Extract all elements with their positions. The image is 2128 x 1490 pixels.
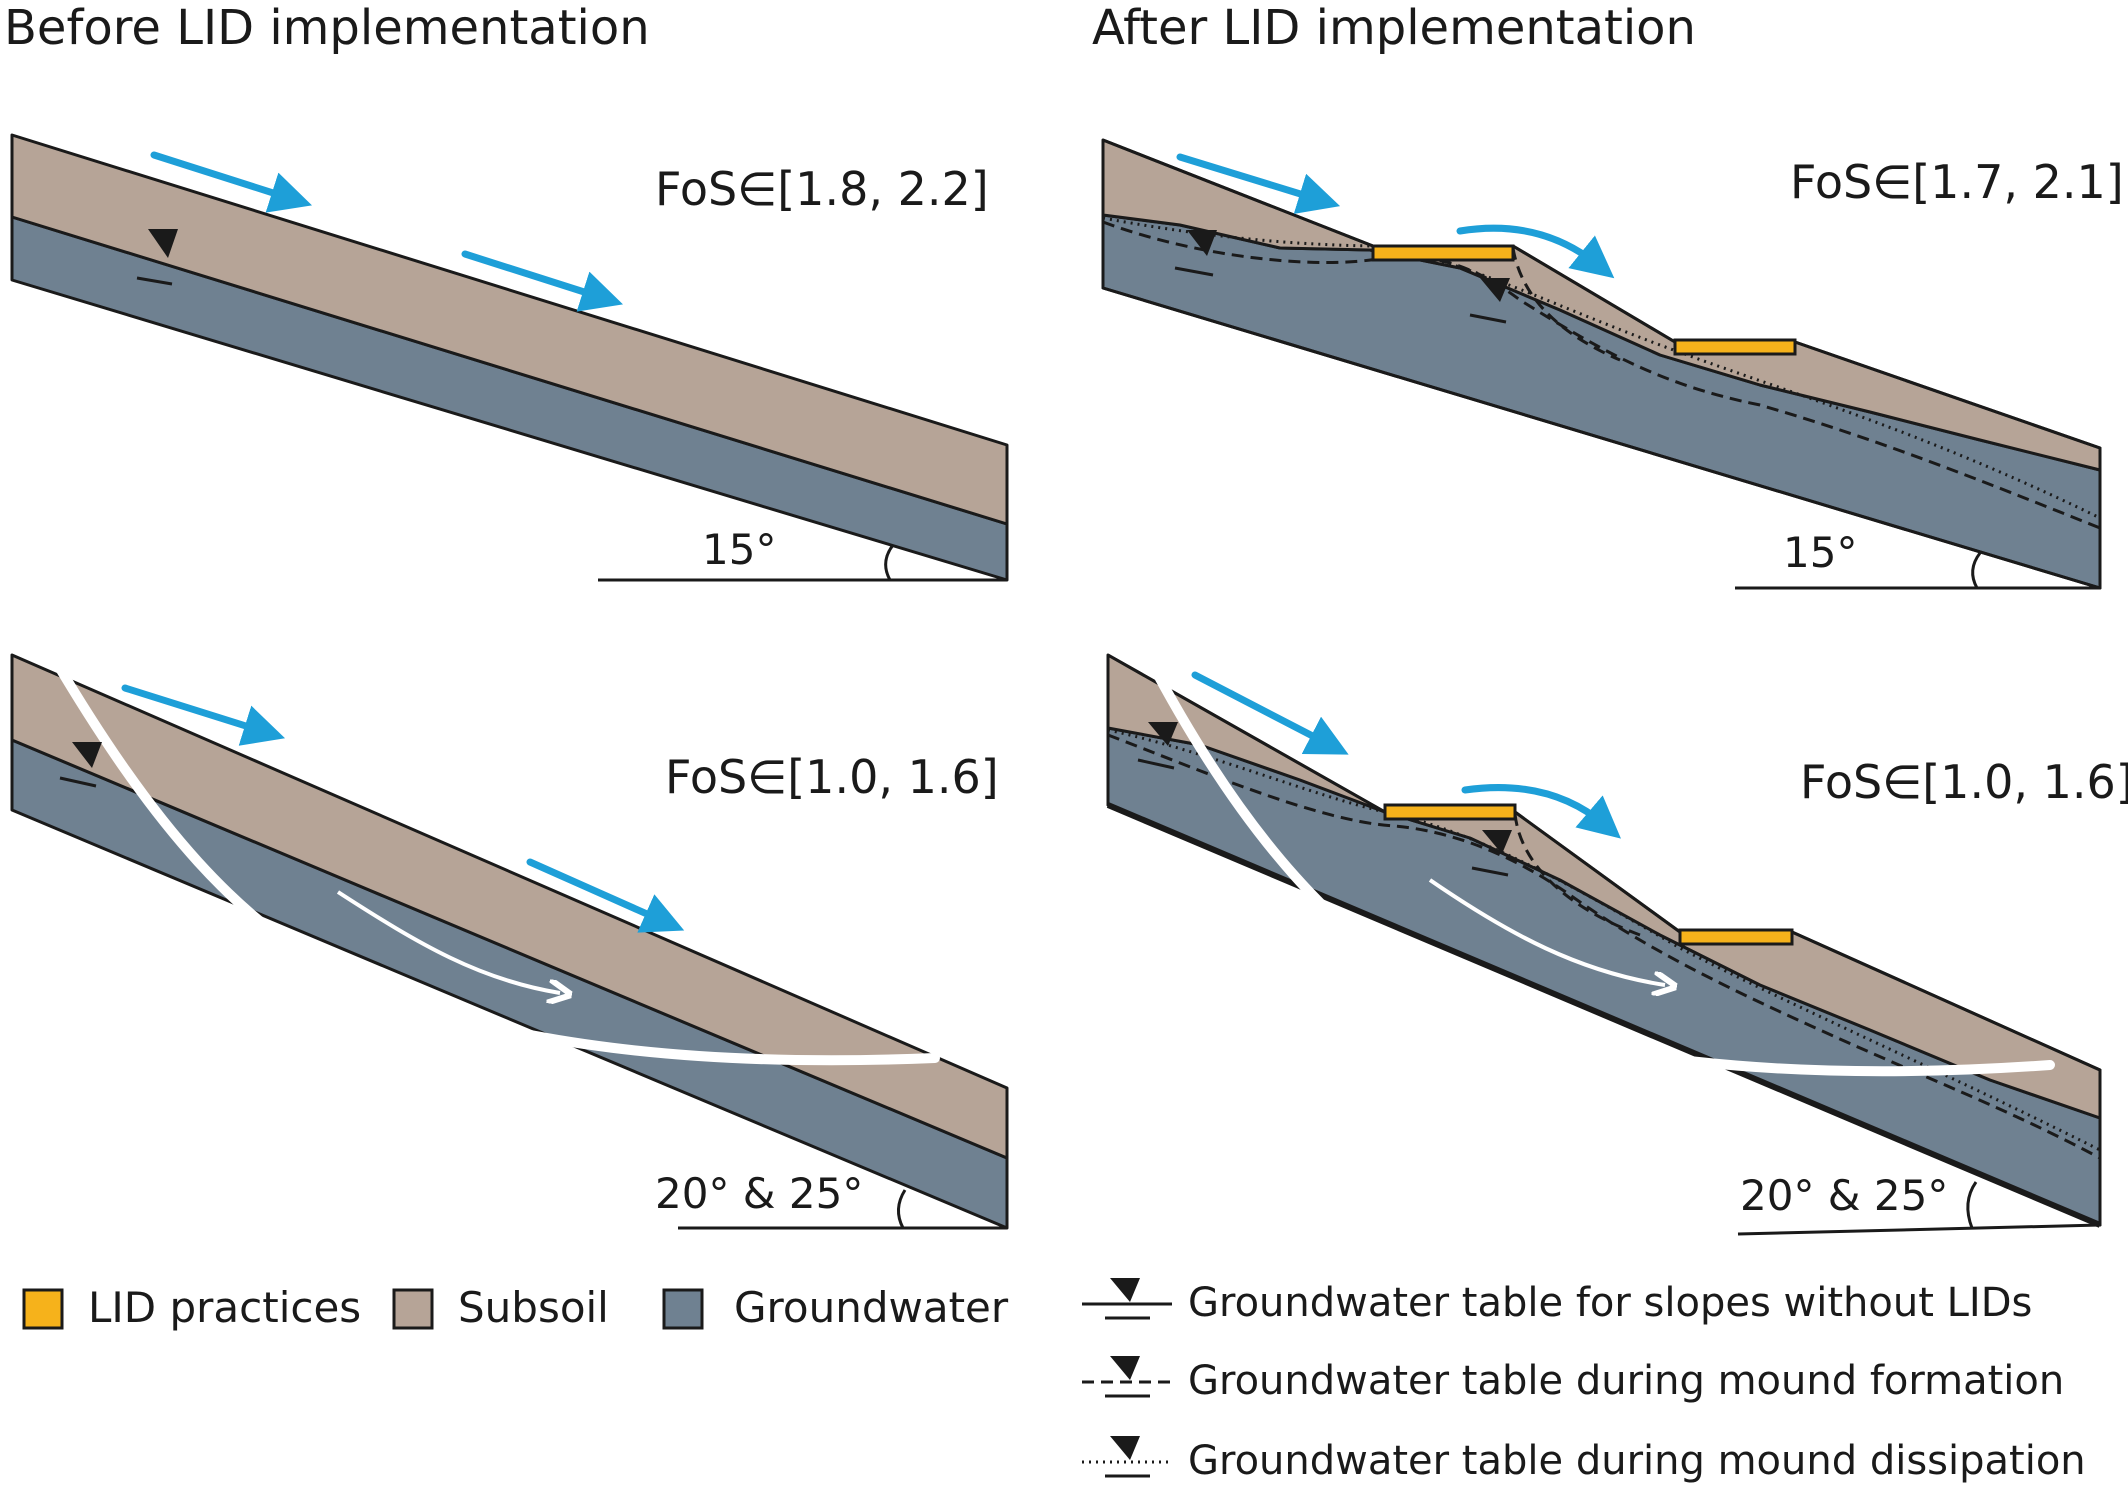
panel-bottom-right: FoS∈[1.0, 1.6] 20° & 25° [1106, 653, 2128, 1236]
lid-practice-block [1383, 803, 1517, 821]
angle-arc [884, 544, 895, 581]
groundwater-swatch [662, 1288, 704, 1330]
gw-mound-line [1511, 247, 1621, 362]
groundwater-table-symbol [1469, 278, 1510, 324]
legend-groundwater-tables: Groundwater table for slopes without LID… [1082, 1278, 2086, 1484]
gw-without-lid-label: Groundwater table for slopes without LID… [1188, 1280, 2032, 1326]
gw-without-lid-symbol [1082, 1278, 1172, 1320]
fos-label: FoS∈[1.8, 2.2] [655, 162, 989, 216]
flow-arrow [1176, 153, 1341, 214]
flow-arrow [1191, 671, 1349, 755]
gw-dissipation-line [1107, 728, 2101, 1152]
slip-direction-arrow [1428, 878, 1665, 985]
subsoil-layer [10, 653, 1009, 1160]
fos-label: FoS∈[1.0, 1.6] [665, 750, 999, 804]
gw-formation-line [1107, 733, 2101, 1160]
fos-label: FoS∈[1.0, 1.6] [1800, 755, 2128, 809]
lid-practice-block [1371, 244, 1515, 262]
panel-bottom-left: FoS∈[1.0, 1.6] 20° & 25° [10, 653, 1009, 1230]
slope-base-edge [1106, 802, 2102, 1228]
flow-arrow [526, 858, 685, 933]
subsoil-legend-label: Subsoil [458, 1283, 609, 1332]
angle-arc [897, 1189, 907, 1229]
gw-mound-dissipation-label: Groundwater table during mound dissipati… [1188, 1438, 2086, 1484]
flow-arrow [1456, 224, 1615, 279]
angle-label: 15° [702, 525, 776, 574]
after-heading: After LID implementation [1092, 0, 1696, 56]
groundwater-legend-label: Groundwater [734, 1283, 1009, 1332]
gw-mound-formation-label: Groundwater table during mound formation [1188, 1358, 2064, 1404]
groundwater-table-symbol [1174, 230, 1217, 277]
groundwater-table-symbol [136, 229, 178, 286]
groundwater-table-symbol [59, 742, 102, 788]
slip-direction-arrow [336, 890, 560, 993]
flow-arrow [1461, 784, 1621, 839]
angle-arc [1971, 552, 1982, 589]
flow-arrow [461, 250, 624, 312]
slip-surface [1145, 655, 2055, 1077]
gw-mound-formation-symbol [1082, 1356, 1172, 1398]
panel-top-left: FoS∈[1.8, 2.2] 15° [10, 133, 1009, 582]
slip-surface [50, 655, 940, 1066]
lid-swatch [22, 1288, 64, 1330]
legend-materials: LID practices Subsoil Groundwater [22, 1283, 1009, 1332]
fos-label: FoS∈[1.7, 2.1] [1790, 155, 2124, 209]
subsoil-layer [10, 133, 1009, 526]
panel-top-right: FoS∈[1.7, 2.1] 15° [1101, 138, 2124, 590]
subsoil-swatch [392, 1288, 434, 1330]
lid-legend-label: LID practices [88, 1283, 361, 1332]
groundwater-table-symbol [1471, 830, 1512, 877]
ground-baseline [1737, 1223, 2101, 1236]
angle-label: 20° & 25° [1740, 1171, 1948, 1220]
flow-arrow [121, 684, 286, 746]
angle-label: 15° [1783, 528, 1857, 577]
gw-mound-line [1513, 813, 1641, 937]
before-heading: Before LID implementation [4, 0, 650, 56]
lid-practice-block [1678, 928, 1794, 946]
angle-label: 20° & 25° [655, 1169, 863, 1218]
angle-arc [1966, 1181, 1978, 1229]
groundwater-table-symbol [1137, 722, 1178, 770]
flow-arrow [150, 151, 313, 213]
lid-practice-block [1673, 338, 1797, 356]
gw-mound-dissipation-symbol [1082, 1436, 1172, 1478]
